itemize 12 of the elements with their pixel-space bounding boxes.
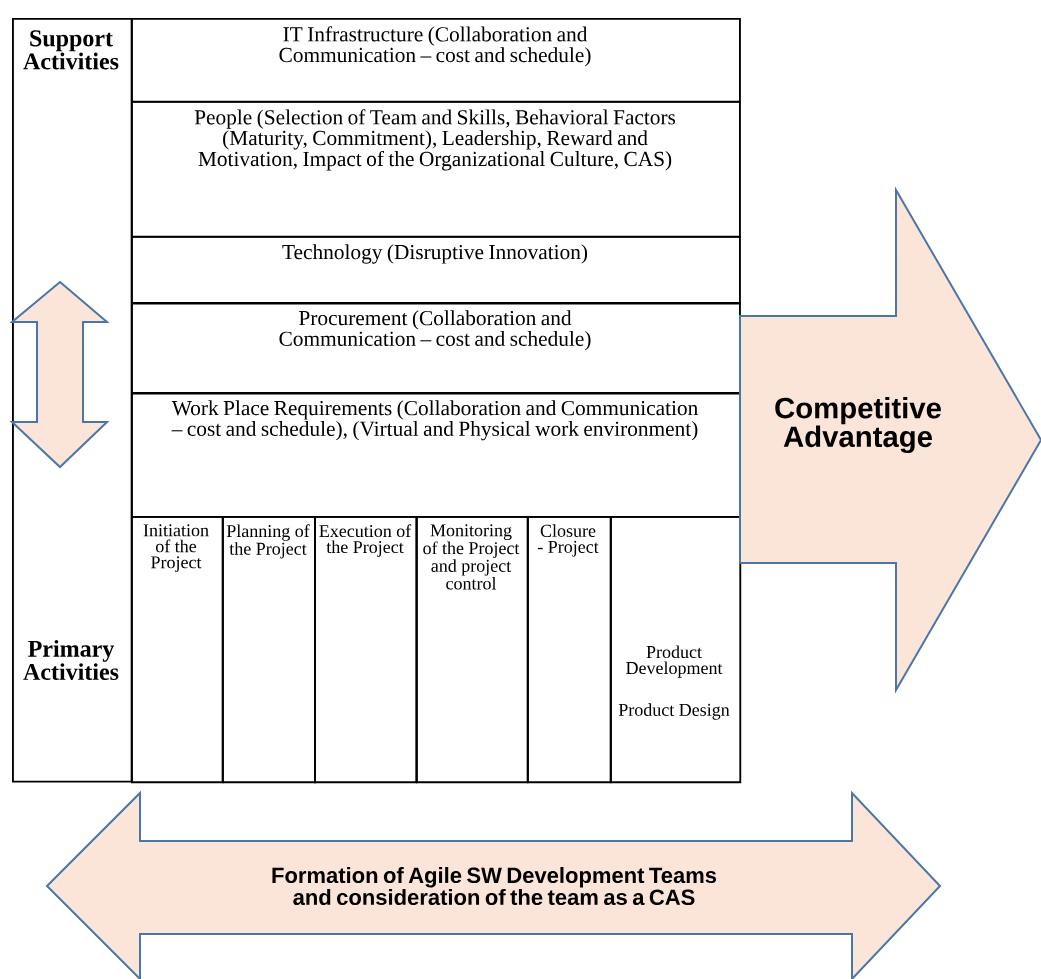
table-cell: IT Infrastructure (Collaboration and Communication – cost and schedule) [131, 18, 741, 103]
table-cell: Closure - Project [527, 516, 612, 784]
table-cell: Work Place Requirements (Collaboration and Communication – cost and schedule), (Virtual and Physical work environment) [131, 392, 741, 518]
table-cell: Procurement (Collaboration and Communication – cost and schedule) [131, 302, 741, 395]
row-header-cell: Support Activities Primary Activities [12, 18, 133, 783]
table-cell: Product Development Product Design [610, 516, 742, 784]
table-cell: Technology (Disruptive Innovation) [131, 236, 741, 305]
table-cell: Planning of the Project [222, 516, 316, 784]
table-cell: Initiation of the Project [131, 516, 224, 784]
table-cell: Monitoring of the Project and project control [416, 516, 529, 784]
table-cell: Execution of the Project [314, 516, 418, 784]
table-cell: People (Selection of Team and Skills, Behavioral Factors (Maturity, Commitment), Leadership, Reward and Motivation, Impact of the Organizational Culture, CAS) [131, 101, 741, 238]
